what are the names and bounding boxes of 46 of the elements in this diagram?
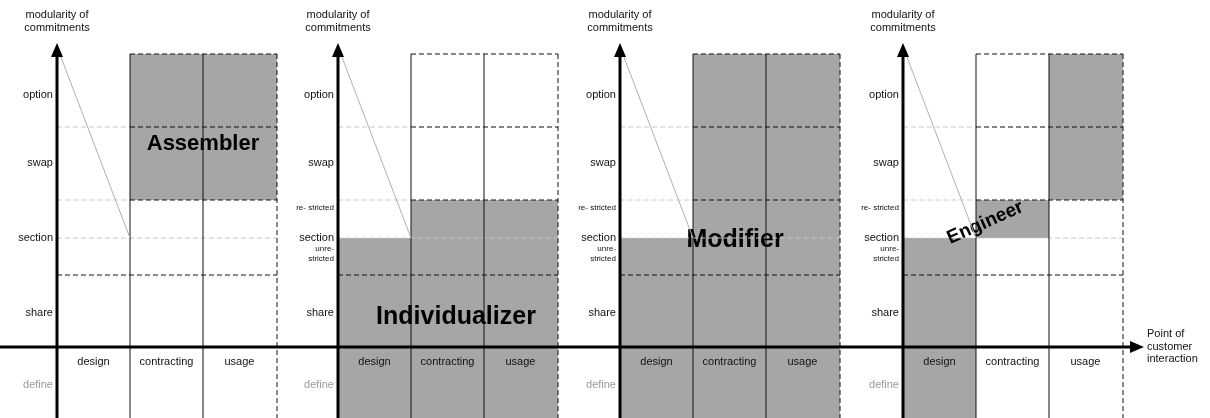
- axis-tick-label: share: [870, 306, 899, 319]
- axis-tick-label: unre- stricted: [589, 244, 616, 264]
- column-label: usage: [504, 355, 537, 368]
- column-label: contracting: [138, 355, 195, 368]
- column-label: contracting: [701, 355, 758, 368]
- axis-tick-label: option: [868, 88, 899, 101]
- axis-tick-label: re- stricted: [295, 203, 334, 213]
- axis-tick-label: define: [585, 378, 616, 391]
- axis-tick-label: unre- stricted: [307, 244, 334, 264]
- axis-tick-label: section: [298, 231, 334, 244]
- column-label: design: [922, 355, 957, 368]
- axis-tick-label: unre- stricted: [872, 244, 899, 264]
- axis-tick-label: define: [22, 378, 53, 391]
- axis-tick-label: re- stricted: [860, 203, 899, 213]
- axis-tick-label: share: [587, 306, 616, 319]
- axis-tick-label: re- stricted: [577, 203, 616, 213]
- axis-title: Point of customer interaction: [1147, 327, 1199, 365]
- axis-tick-label: swap: [26, 156, 53, 169]
- axis-title: modularity of commitments: [586, 8, 654, 34]
- axis-tick-label: section: [863, 231, 899, 244]
- role-label: Assembler: [146, 130, 260, 156]
- column-label: contracting: [419, 355, 476, 368]
- axis-tick-label: option: [303, 88, 334, 101]
- axis-tick-label: option: [585, 88, 616, 101]
- column-label: design: [357, 355, 392, 368]
- axis-title: modularity of commitments: [869, 8, 937, 34]
- axis-tick-label: define: [303, 378, 334, 391]
- axis-tick-label: define: [868, 378, 899, 391]
- axis-tick-label: share: [24, 306, 53, 319]
- column-label: contracting: [984, 355, 1041, 368]
- axis-tick-label: swap: [307, 156, 334, 169]
- role-label: Modifier: [686, 223, 784, 253]
- axis-tick-label: swap: [589, 156, 616, 169]
- column-label: usage: [223, 355, 256, 368]
- axis-tick-label: section: [580, 231, 616, 244]
- column-label: design: [639, 355, 674, 368]
- column-label: usage: [786, 355, 819, 368]
- axis-tick-label: swap: [872, 156, 899, 169]
- axis-title: modularity of commitments: [304, 8, 372, 34]
- axis-tick-label: section: [17, 231, 53, 244]
- column-label: design: [76, 355, 111, 368]
- role-label: Individualizer: [376, 300, 536, 330]
- axis-tick-label: share: [305, 306, 334, 319]
- column-label: usage: [1069, 355, 1102, 368]
- axis-title: modularity of commitments: [23, 8, 91, 34]
- axis-tick-label: option: [22, 88, 53, 101]
